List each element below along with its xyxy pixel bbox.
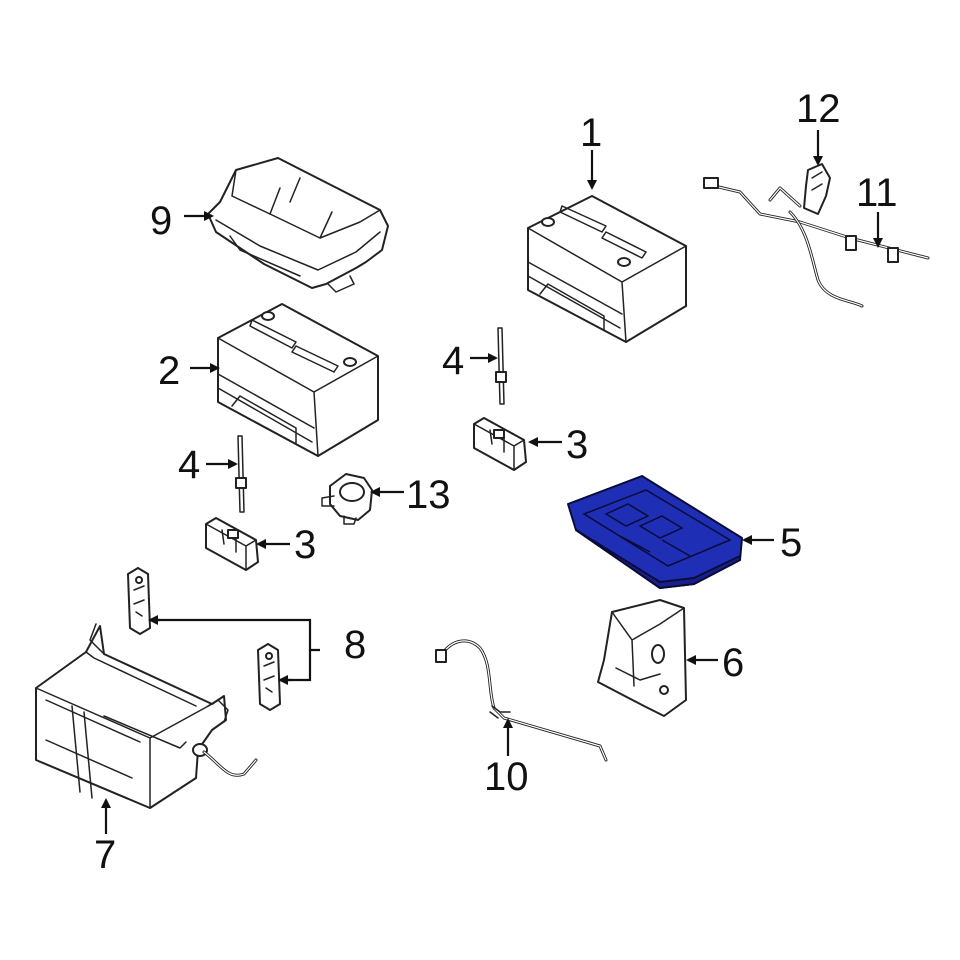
callout-13: 13 [406,473,451,517]
cable-part[interactable] [435,639,608,762]
callout-labels: 1 2 3 3 4 4 5 6 7 8 9 10 11 12 13 [94,87,898,877]
callout-9: 9 [150,199,172,243]
callout-4a: 4 [178,443,200,487]
callout-3b: 3 [566,423,588,467]
battery-box-part[interactable] [35,623,258,809]
battery-lower-part[interactable] [217,303,379,457]
callout-4b: 4 [442,339,464,383]
callout-8: 8 [344,623,366,667]
callout-5: 5 [780,521,802,565]
callout-6: 6 [722,641,744,685]
connector-part[interactable] [321,473,373,525]
battery-cover-part[interactable] [207,157,389,293]
callout-11: 11 [856,171,898,215]
tray-bracket-upper[interactable] [127,567,151,635]
hold-down-rod-right[interactable] [495,327,507,405]
callout-3a: 3 [294,523,316,567]
tray-bracket-lower[interactable] [257,643,281,711]
battery-tray-part[interactable] [567,475,743,589]
hold-down-clamp-right[interactable] [473,417,527,471]
callout-7: 7 [94,833,116,877]
harness-part[interactable] [703,177,930,308]
bracket-part[interactable] [597,599,687,717]
callout-2: 2 [158,349,180,393]
hold-down-clamp-left[interactable] [205,517,259,571]
battery-upper-part[interactable] [527,195,687,343]
callout-10: 10 [484,755,529,799]
callout-12: 12 [796,87,841,131]
clip-part[interactable] [803,163,831,215]
hold-down-rod-left[interactable] [235,435,247,513]
leader-8 [148,615,320,685]
leader-lines [101,130,883,834]
callout-1: 1 [580,111,602,155]
